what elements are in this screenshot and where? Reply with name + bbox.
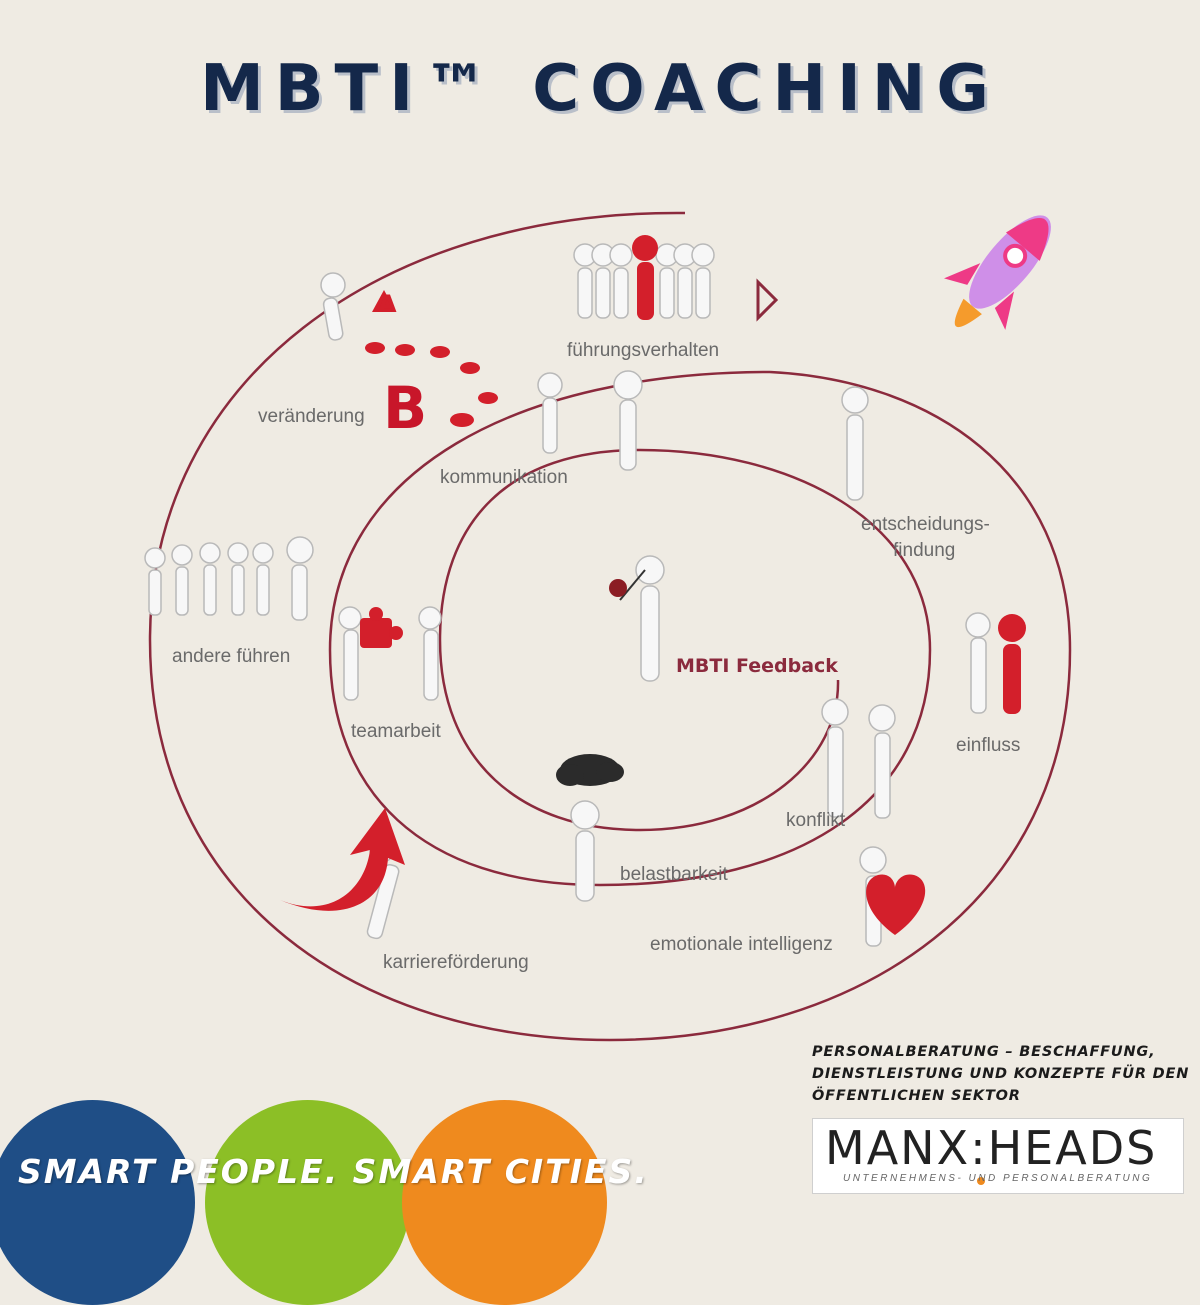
logo-text-left: MANX [825, 1121, 971, 1175]
communication-figures [537, 370, 643, 471]
label-kommunikation: kommunikation [440, 467, 568, 488]
rocket-icon [944, 215, 1051, 330]
label-teamarbeit: teamarbeit [351, 721, 441, 742]
red-growth-arrow [280, 808, 405, 911]
red-leader-figure [632, 235, 658, 320]
label-entscheidung-2: findung [893, 540, 955, 561]
teamwork-figures [338, 606, 442, 701]
feedback-traveller-figure [635, 555, 665, 682]
spiral-outer-arc [148, 211, 1072, 1042]
tagline-line-3: ÖFFENTLICHEN SEKTOR [812, 1088, 1021, 1104]
label-konflikt: konflikt [786, 810, 846, 831]
label-andere-fuehren: andere führen [172, 646, 290, 667]
logo-orange-dot [977, 1177, 985, 1185]
letter-a-block: A [372, 290, 397, 318]
label-belastbarkeit: belastbarkeit [620, 864, 728, 885]
bundle-icon [609, 569, 646, 601]
change-walker-figure [320, 272, 346, 341]
red-influence-figure [998, 614, 1026, 714]
manxheads-logo: MANX:HEADS UNTERNEHMENS- UND PERSONALBER… [812, 1118, 1184, 1194]
storm-cloud-icon [556, 754, 624, 786]
label-einfluss: einfluss [956, 735, 1020, 756]
arrow-right-icon [756, 278, 779, 322]
red-dot-path [365, 342, 498, 427]
leader-group-figures [573, 243, 715, 319]
resilience-figure [570, 800, 600, 902]
letter-b: B [383, 374, 427, 442]
decision-thinker-figure [841, 386, 869, 501]
tagline-line-2: DIENSTLEISTUNG UND KONZEPTE FÜR DEN [812, 1066, 1190, 1082]
red-heart-icon [866, 874, 926, 935]
tagline-line-1: PERSONALBERATUNG – BESCHAFFUNG, [812, 1044, 1156, 1060]
label-veraenderung: veränderung [258, 406, 365, 427]
red-puzzle-piece [360, 607, 403, 648]
footer-slogan: SMART PEOPLE. SMART CITIES. [18, 1152, 649, 1191]
coaching-spiral-diagram: A B führungsverhalten veränderung kommun… [144, 211, 1072, 1042]
label-emotionale-intelligenz: emotionale intelligenz [650, 934, 833, 955]
page-title: MBTI™ COACHING [200, 52, 1000, 126]
label-karrierefoerderung: karriereförderung [383, 952, 529, 973]
influence-white-figure [965, 612, 991, 714]
logo-separator: : [970, 1121, 988, 1175]
logo-text-right: HEADS [987, 1121, 1158, 1175]
letter-a: A [378, 290, 397, 318]
label-entscheidung-1: entscheidungs- [861, 514, 990, 535]
conflict-figures [821, 698, 896, 819]
logo-subtitle: UNTERNEHMENS- UND PERSONALBERATUNG [843, 1173, 1153, 1184]
label-fuehrungsverhalten: führungsverhalten [567, 340, 719, 361]
label-mbti-feedback: MBTI Feedback [676, 655, 838, 677]
others-leading-figures [144, 536, 314, 621]
spiral-inner-arc [438, 448, 840, 832]
